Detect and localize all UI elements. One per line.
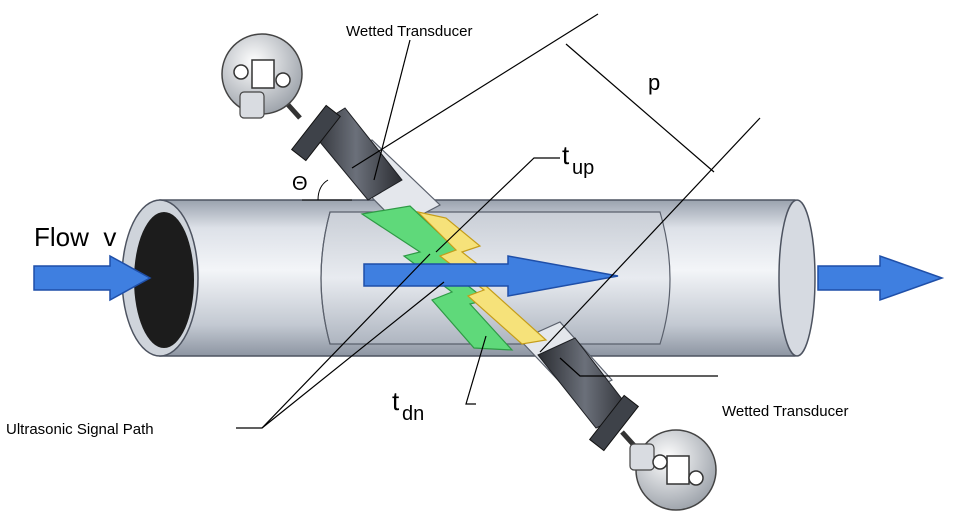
right-arrow-icon: [33, 254, 152, 302]
junction-box-icon: [221, 33, 303, 120]
upper-flange: [290, 104, 342, 162]
t-dn-label: t dn: [392, 386, 424, 425]
pipe-right-end: [778, 199, 816, 357]
flow-label: Flow v: [34, 222, 116, 252]
svg-text:t: t: [562, 140, 570, 170]
leader-lines: [236, 39, 718, 429]
pipe-cutaway-wall: [320, 211, 331, 345]
right-arrow-icon: [363, 255, 619, 297]
svg-text:dn: dn: [402, 403, 424, 425]
svg-text:t: t: [392, 386, 400, 416]
wetted-transducer-bottom-label: Wetted Transducer: [722, 403, 848, 420]
t-up-label: t up: [562, 140, 594, 179]
svg-text:up: up: [572, 157, 594, 179]
wetted-transducer-top-label: Wetted Transducer: [346, 23, 472, 40]
lower-flange: [588, 394, 640, 452]
junction-box-icon: [620, 429, 717, 511]
right-arrow-icon: [817, 254, 945, 302]
distance-label: p: [648, 70, 660, 95]
angle-indicator: Θ: [292, 173, 352, 201]
signal-path-label: Ultrasonic Signal Path: [6, 421, 154, 438]
distance-dimension: p: [351, 13, 761, 353]
angle-label: Θ: [292, 173, 308, 195]
pipe-bore: [134, 212, 194, 348]
